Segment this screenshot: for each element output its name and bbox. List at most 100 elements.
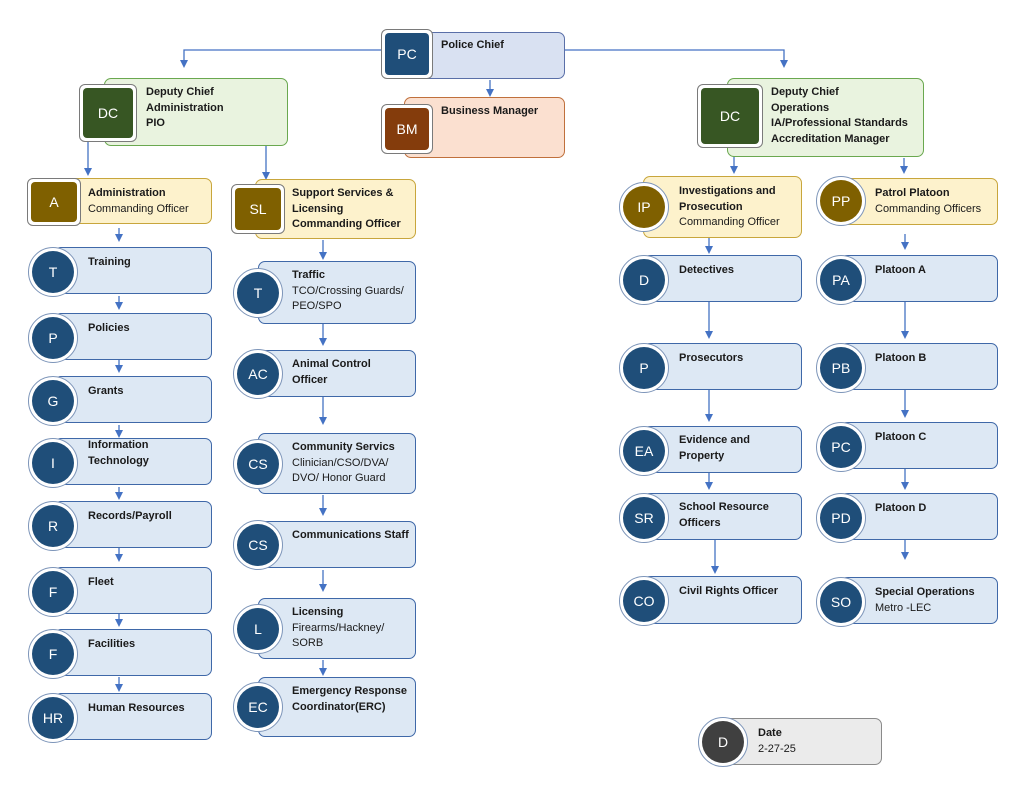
admin-item-1-badge: P xyxy=(28,313,78,363)
admin-item-5-title: Fleet xyxy=(88,576,114,588)
admin-item-6-badge: F xyxy=(28,629,78,679)
support-item-1-badge-label: AC xyxy=(237,352,279,395)
support-item-3-badge-label: CS xyxy=(237,523,279,566)
patrol-item-3-badge: PD xyxy=(816,493,866,543)
admin-item-4-title: Records/Payroll xyxy=(88,510,172,522)
patrol-item-1-title: Platoon B xyxy=(875,352,927,364)
support-item-2-subtitle: DVO/ Honor Guard xyxy=(292,472,386,484)
admin-item-1-badge-label: P xyxy=(32,317,74,359)
administration-head-badge: A xyxy=(27,178,81,226)
investigations-item-4-badge: CO xyxy=(619,576,669,626)
investigations-head-title: Investigations and xyxy=(679,185,776,197)
patrol-item-2-box xyxy=(840,422,998,469)
investigations-item-1-badge-label: P xyxy=(623,347,665,389)
admin-item-3-title: Technology xyxy=(88,454,149,467)
patrol-head-badge-label: PP xyxy=(820,180,862,222)
investigations-item-2-badge-label: EA xyxy=(623,430,665,472)
support-item-4-subtitle: Firearms/Hackney/ xyxy=(292,621,385,634)
support-item-2-box xyxy=(258,433,416,494)
investigations-item-3-badge-label: SR xyxy=(623,497,665,539)
admin-item-7-box xyxy=(54,693,212,740)
date-box-title: Date xyxy=(758,727,782,739)
patrol-item-3-title: Platoon D xyxy=(875,502,927,514)
admin-item-2-badge-label: G xyxy=(32,380,74,422)
admin-item-3-title: Information xyxy=(88,439,149,451)
admin-item-1-text: Policies xyxy=(88,321,130,337)
patrol-item-0-badge-label: PA xyxy=(820,259,862,301)
police-chief-badge: PC xyxy=(381,29,433,79)
admin-item-5-badge-label: F xyxy=(32,571,74,613)
investigations-item-4-title: Civil Rights Officer xyxy=(679,585,779,597)
support-item-1-box xyxy=(258,350,416,397)
patrol-item-0-title: Platoon A xyxy=(875,264,926,276)
patrol-head-badge: PP xyxy=(816,176,866,226)
admin-item-6-text: Facilities xyxy=(88,637,135,653)
support-item-3-badge: CS xyxy=(233,519,283,570)
support-services-head-title: Licensing xyxy=(292,202,344,215)
admin-item-6-title: Facilities xyxy=(88,638,136,650)
support-item-0-title: Traffic xyxy=(292,269,326,281)
deputy-chief-operations-title: IA/Professional Standards xyxy=(771,117,908,129)
support-item-3-text: Communications Staff xyxy=(292,528,409,544)
support-services-head-badge-label: SL xyxy=(235,188,281,230)
deputy-chief-operations-title: Operations xyxy=(771,101,830,114)
business-manager-title: Business Manager xyxy=(441,105,539,117)
police-chief-badge-label: PC xyxy=(385,33,429,75)
investigations-item-0-badge: D xyxy=(619,255,669,305)
investigations-item-2-badge: EA xyxy=(619,426,669,476)
patrol-item-0-text: Platoon A xyxy=(875,263,926,279)
support-item-1-title: Officer xyxy=(292,373,328,386)
admin-item-0-text: Training xyxy=(88,255,131,271)
support-item-1-badge: AC xyxy=(233,348,283,399)
patrol-head-title: Patrol Platoon xyxy=(875,187,950,199)
support-item-5-title: Emergency Response xyxy=(292,685,407,697)
investigations-item-0-box xyxy=(643,255,802,302)
patrol-item-1-box xyxy=(840,343,998,390)
support-item-5-badge-label: EC xyxy=(237,686,279,728)
admin-item-0-badge: T xyxy=(28,247,78,297)
admin-item-5-text: Fleet xyxy=(88,575,114,591)
admin-item-0-box xyxy=(54,247,212,294)
investigations-head-badge: IP xyxy=(619,182,669,232)
investigations-head-title: Prosecution xyxy=(679,200,743,213)
admin-item-5-box xyxy=(54,567,212,614)
support-item-4-box xyxy=(258,598,416,659)
investigations-item-3-title: School Resource xyxy=(679,501,769,513)
admin-item-7-text: Human Resources xyxy=(88,701,185,717)
investigations-item-2-title: Evidence and xyxy=(679,434,750,446)
investigations-item-0-badge-label: D xyxy=(623,259,665,301)
support-services-head-title: Commanding Officer xyxy=(292,218,401,230)
administration-head-subtitle: Commanding Officer xyxy=(88,202,189,215)
patrol-item-4-subtitle: Metro -LEC xyxy=(875,601,932,614)
patrol-head-box xyxy=(840,178,998,225)
deputy-chief-admin-badge-label: DC xyxy=(83,88,133,138)
support-item-5-badge: EC xyxy=(233,682,283,732)
admin-item-3-badge-label: I xyxy=(32,442,74,484)
support-item-0-badge-label: T xyxy=(237,271,279,314)
admin-item-4-badge: R xyxy=(28,501,78,551)
admin-item-6-badge-label: F xyxy=(32,633,74,675)
police-chief-title: Police Chief xyxy=(441,39,504,51)
admin-item-2-text: Grants xyxy=(88,384,123,400)
support-item-2-badge-label: CS xyxy=(237,442,279,485)
deputy-chief-operations-title: Accreditation Manager xyxy=(771,132,890,145)
support-item-2-subtitle: Clinician/CSO/DVA/ xyxy=(292,456,389,469)
support-item-0-box xyxy=(258,261,416,324)
deputy-chief-admin-title: PIO xyxy=(146,117,165,129)
patrol-item-4-badge: SO xyxy=(816,577,866,627)
support-item-1-title: Animal Control xyxy=(292,358,371,370)
patrol-item-3-badge-label: PD xyxy=(820,497,862,539)
investigations-item-1-badge: P xyxy=(619,343,669,393)
investigations-head-badge-label: IP xyxy=(623,186,665,228)
investigations-item-4-box xyxy=(643,576,802,624)
